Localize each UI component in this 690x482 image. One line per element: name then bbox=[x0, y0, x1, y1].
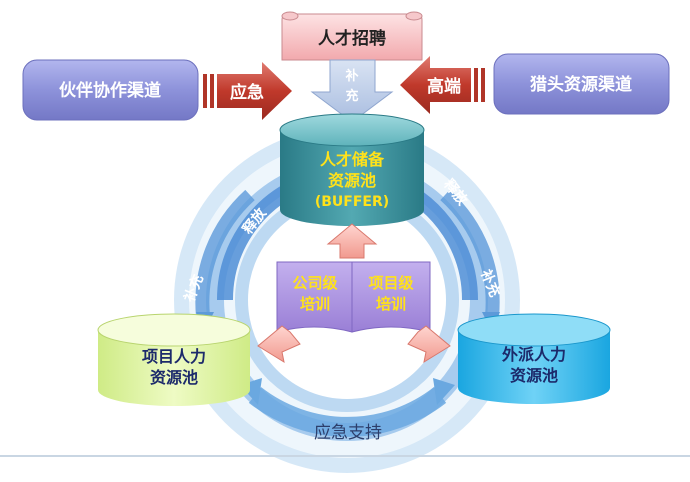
emergency-arrow-label: 应急 bbox=[230, 82, 264, 103]
supplement-label-2: 充 bbox=[345, 88, 358, 104]
training-book: 公司级 培训 项目级 培训 bbox=[276, 261, 431, 333]
partner-channel-box: 伙伴协作渠道 bbox=[22, 59, 199, 121]
buffer-pool-line2: 资源池 bbox=[328, 171, 376, 190]
bottom-divider bbox=[0, 455, 690, 457]
supplement-down-arrow: 补 充 bbox=[310, 59, 394, 123]
dispatch-pool-cylinder: 外派人力 资源池 bbox=[457, 313, 611, 404]
project-pool-line1: 项目人力 bbox=[142, 347, 206, 366]
high-end-arrow: 高端 bbox=[400, 56, 485, 114]
training-up-arrow bbox=[326, 223, 378, 259]
buffer-pool-line3: (BUFFER) bbox=[315, 194, 389, 210]
project-pool-line2: 资源池 bbox=[150, 368, 198, 387]
project-training-line2: 培训 bbox=[376, 295, 406, 313]
project-training-line1: 项目级 bbox=[368, 274, 414, 292]
company-training-line1: 公司级 bbox=[292, 274, 338, 292]
emergency-arrow: 应急 bbox=[203, 62, 292, 120]
headhunter-channel-box: 猎头资源渠道 bbox=[493, 53, 670, 115]
buffer-pool-line1: 人才储备 bbox=[320, 150, 385, 169]
training-right-arrow bbox=[407, 325, 451, 364]
headhunter-channel-label: 猎头资源渠道 bbox=[530, 74, 632, 95]
partner-channel-label: 伙伴协作渠道 bbox=[59, 80, 161, 101]
high-end-arrow-label: 高端 bbox=[427, 76, 461, 97]
recruit-banner: 人才招聘 bbox=[281, 11, 423, 61]
training-left-arrow bbox=[257, 325, 301, 364]
supplement-label-1: 补 bbox=[344, 68, 358, 84]
dispatch-pool-line1: 外派人力 bbox=[501, 345, 566, 364]
company-training-line2: 培训 bbox=[300, 295, 330, 313]
dispatch-pool-line2: 资源池 bbox=[510, 366, 558, 385]
project-pool-cylinder: 项目人力 资源池 bbox=[97, 313, 251, 406]
emergency-support-label: 应急支持 bbox=[314, 423, 382, 443]
recruit-label: 人才招聘 bbox=[318, 28, 386, 49]
buffer-pool-cylinder: 人才储备 资源池 (BUFFER) bbox=[279, 113, 425, 226]
